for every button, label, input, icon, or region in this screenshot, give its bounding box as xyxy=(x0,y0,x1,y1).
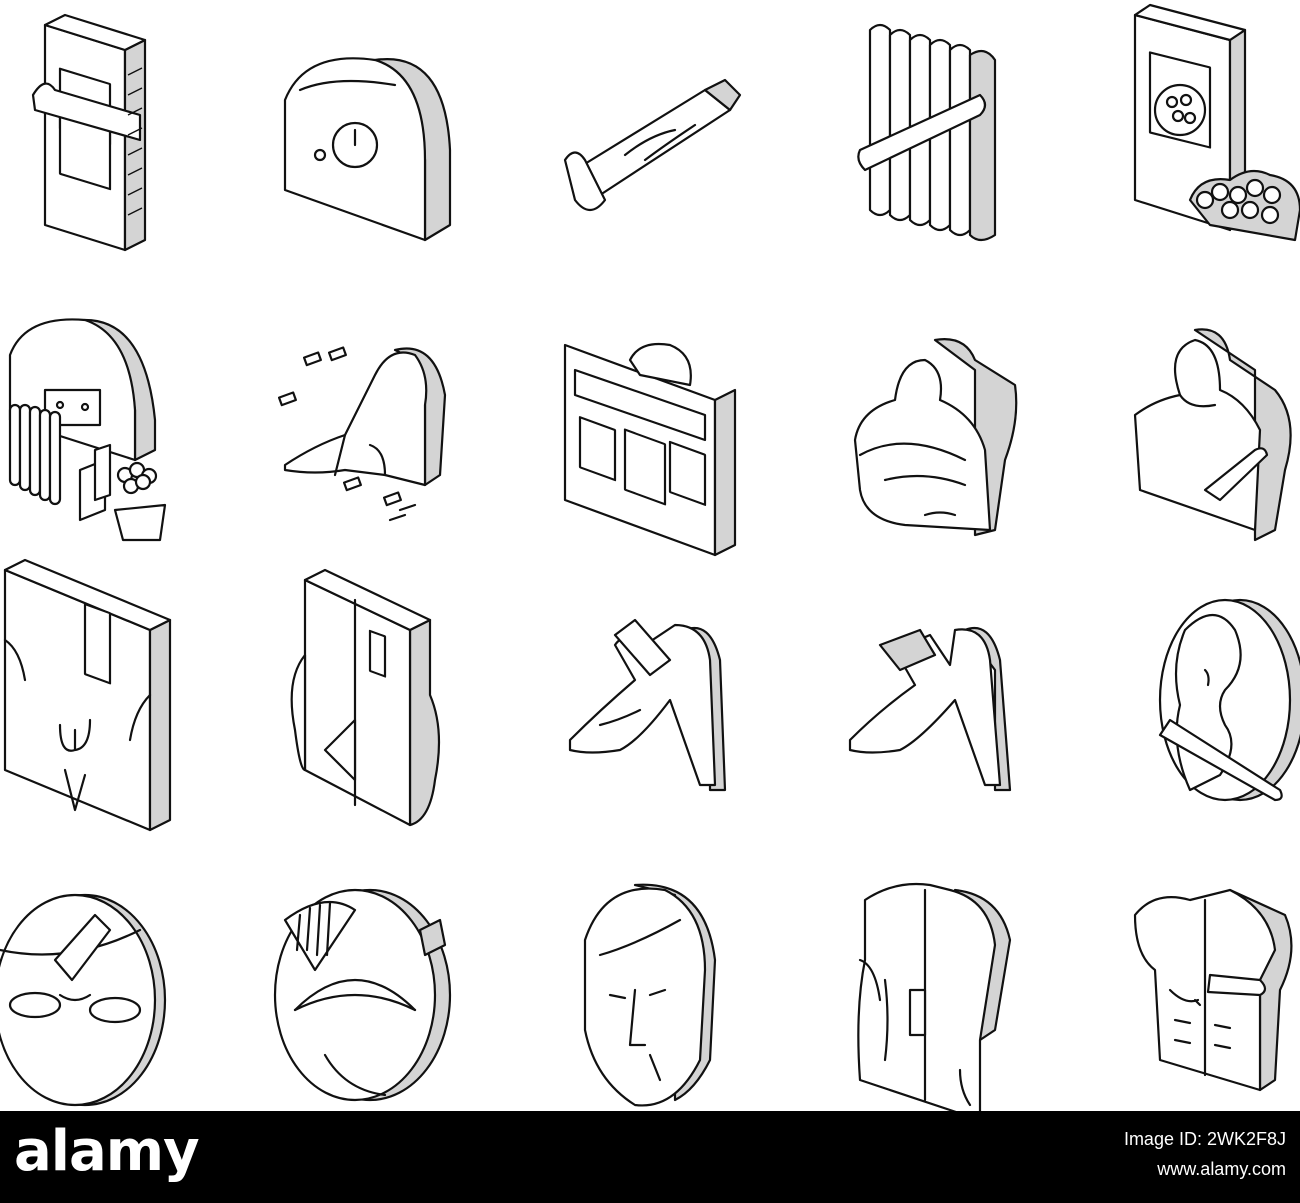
brand-logo[interactable]: alamy xyxy=(14,1119,200,1184)
woman-armpit-waxing-icon xyxy=(1125,320,1300,560)
footer-bar: alamy Image ID: 2WK2F8J www.alamy.com xyxy=(0,1111,1300,1203)
face-waxing-icon xyxy=(575,880,775,1120)
icon-grid xyxy=(0,0,1300,1122)
wax-stick-icon xyxy=(555,50,755,290)
wax-beads-bag-icon xyxy=(1120,0,1300,242)
leg-strip-waxing-icon xyxy=(840,610,1040,850)
back-waxing-icon xyxy=(850,870,1050,1122)
wax-stick-bundle-icon xyxy=(840,10,1040,250)
wax-heater-icon xyxy=(275,30,475,270)
eyebrow-waxing-icon xyxy=(0,875,200,1115)
image-id-label: Image ID: 2WK2F8J xyxy=(1123,1129,1286,1149)
man-waxing-icon xyxy=(845,330,1045,570)
buttock-waxing-icon xyxy=(285,568,485,827)
wax-strip-pack-icon xyxy=(15,5,215,252)
leg-spatula-waxing-icon xyxy=(560,600,760,840)
waxing-salon-icon xyxy=(560,335,760,575)
site-url-label[interactable]: www.alamy.com xyxy=(1157,1159,1286,1179)
ear-waxing-icon xyxy=(1130,595,1300,835)
chest-waxing-icon xyxy=(1130,880,1300,1120)
bikini-waxing-icon xyxy=(3,558,205,832)
eyelash-waxing-icon xyxy=(273,870,475,1110)
leg-waxing-strips-icon xyxy=(275,335,475,575)
waxing-kit-icon xyxy=(5,310,205,550)
